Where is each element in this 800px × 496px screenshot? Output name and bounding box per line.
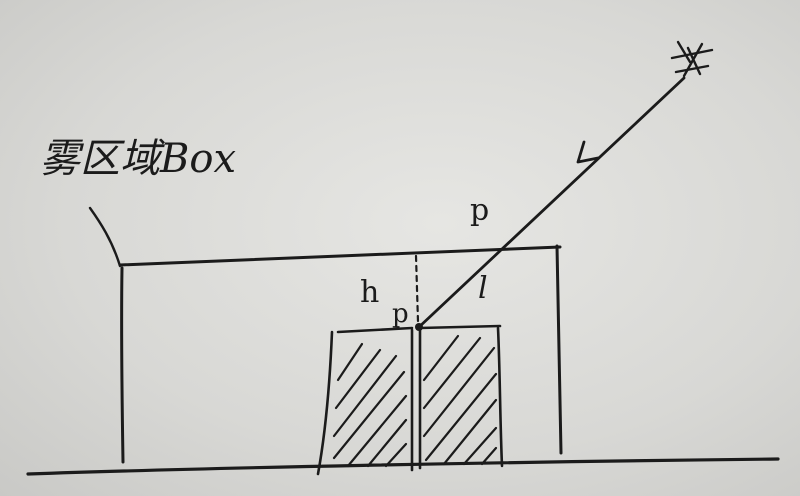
ground-line [26, 457, 780, 476]
object-left [316, 326, 414, 476]
hatch-left [332, 342, 408, 468]
height-h-label: h [360, 275, 379, 310]
label-leader-line [88, 206, 122, 268]
point-p-top-label: p [470, 193, 489, 228]
length-l-label: l [478, 271, 488, 306]
point-p-bottom-label: p [392, 299, 409, 329]
sun-icon [670, 40, 714, 78]
fog-box-right-edge [555, 244, 563, 455]
box-title-label: 雾区域Box [40, 136, 236, 182]
arrow-icon [576, 140, 600, 164]
object-right [418, 324, 504, 470]
intersection-point [415, 323, 423, 331]
height-dashed-line [414, 254, 420, 324]
hatch-right [422, 334, 498, 466]
light-ray [416, 76, 686, 330]
fog-box-left-edge [120, 266, 125, 464]
